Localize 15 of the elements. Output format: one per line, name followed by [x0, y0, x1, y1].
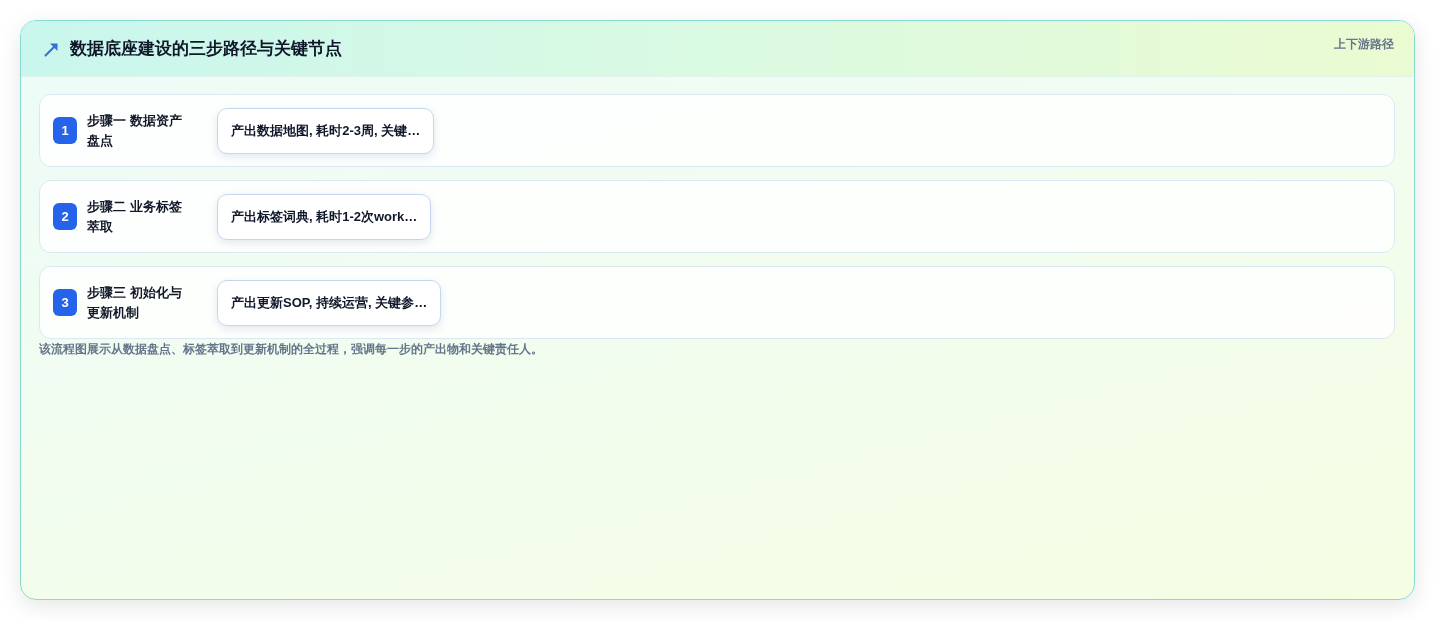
step-row [39, 266, 1395, 339]
output-tag: 产出更新SOP, 持续运营, 关键参… [217, 279, 442, 326]
step-number-badge: 3 [53, 289, 77, 316]
step-row [39, 94, 1395, 167]
step-number-badge: 2 [53, 203, 77, 230]
step-row [39, 180, 1395, 253]
output-tag: 产出标签词典, 耗时1-2次work… [217, 193, 432, 240]
diagram-title: 数据底座建设的三步路径与关键节点 [70, 38, 342, 60]
caption-text: 该流程图展示从数据盘点、标签萃取到更新机制的全过程，强调每一步的产出物和关键责任人。 [39, 341, 543, 358]
step-label: 步骤一 数据资产盘点 [87, 111, 183, 150]
header-note: 上下游路径 [1334, 36, 1394, 53]
step-number-badge: 1 [53, 117, 77, 144]
step-label: 步骤三 初始化与更新机制 [87, 283, 183, 322]
step-label: 步骤二 业务标签萃取 [87, 197, 183, 236]
output-tag: 产出数据地图, 耗时2-3周, 关键… [217, 107, 435, 154]
